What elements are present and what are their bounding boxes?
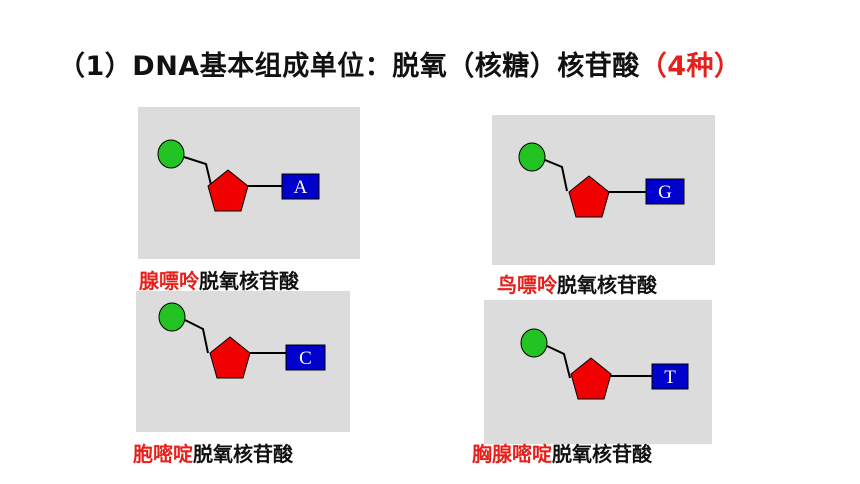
phosphate-sugar-bond [546, 345, 571, 379]
deoxyribose-pentagon [570, 357, 612, 400]
phosphate-sugar-bond [184, 319, 209, 354]
nucleotide-panel-c: C [136, 291, 350, 432]
caption-suffix: 脱氧核苷酸 [193, 442, 293, 466]
nucleotide-diagram-g: G [518, 142, 685, 218]
phosphate-circle [158, 302, 186, 332]
nucleotide-panel-g: G [492, 115, 715, 265]
caption-a: 腺嘌呤脱氧核苷酸 [139, 265, 299, 294]
caption-g: 鸟嘌呤脱氧核苷酸 [497, 269, 657, 298]
base-name: 腺嘌呤 [139, 269, 199, 293]
caption-t: 胸腺嘧啶脱氧核苷酸 [472, 438, 652, 467]
base-box [285, 344, 326, 371]
title-accent: （4种） [639, 51, 742, 82]
base-letter: C [299, 348, 312, 369]
caption-c: 胞嘧啶脱氧核苷酸 [133, 438, 293, 467]
nucleotide-diagram-c: C [158, 302, 326, 379]
base-letter: A [294, 177, 308, 198]
deoxyribose-pentagon [209, 336, 251, 379]
caption-suffix: 脱氧核苷酸 [552, 442, 652, 466]
phosphate-circle [520, 328, 548, 358]
caption-suffix: 脱氧核苷酸 [557, 273, 657, 297]
nucleotide-diagram-t: T [520, 328, 689, 400]
nucleotide-panel-a: A [138, 107, 360, 259]
nucleotide-diagram-a: A [157, 139, 320, 212]
base-name: 胞嘧啶 [133, 442, 193, 466]
title-main: （1）DNA基本组成单位：脱氧（核糖）核苷酸 [58, 51, 640, 82]
phosphate-circle [518, 142, 546, 172]
base-letter: G [658, 182, 672, 203]
base-box [651, 363, 689, 390]
base-name: 鸟嘌呤 [497, 273, 557, 297]
base-box [281, 173, 320, 200]
base-name: 胸腺嘧啶 [472, 442, 552, 466]
nucleotide-panel-t: T [484, 300, 712, 444]
phosphate-sugar-bond [183, 156, 213, 190]
slide-title: （1）DNA基本组成单位：脱氧（核糖）核苷酸（4种） [58, 44, 742, 83]
base-box [645, 178, 685, 205]
phosphate-circle [157, 139, 185, 169]
phosphate-sugar-bond [544, 159, 568, 192]
caption-suffix: 脱氧核苷酸 [199, 269, 299, 293]
deoxyribose-pentagon [568, 175, 610, 218]
deoxyribose-pentagon [207, 169, 249, 212]
base-letter: T [664, 367, 676, 388]
